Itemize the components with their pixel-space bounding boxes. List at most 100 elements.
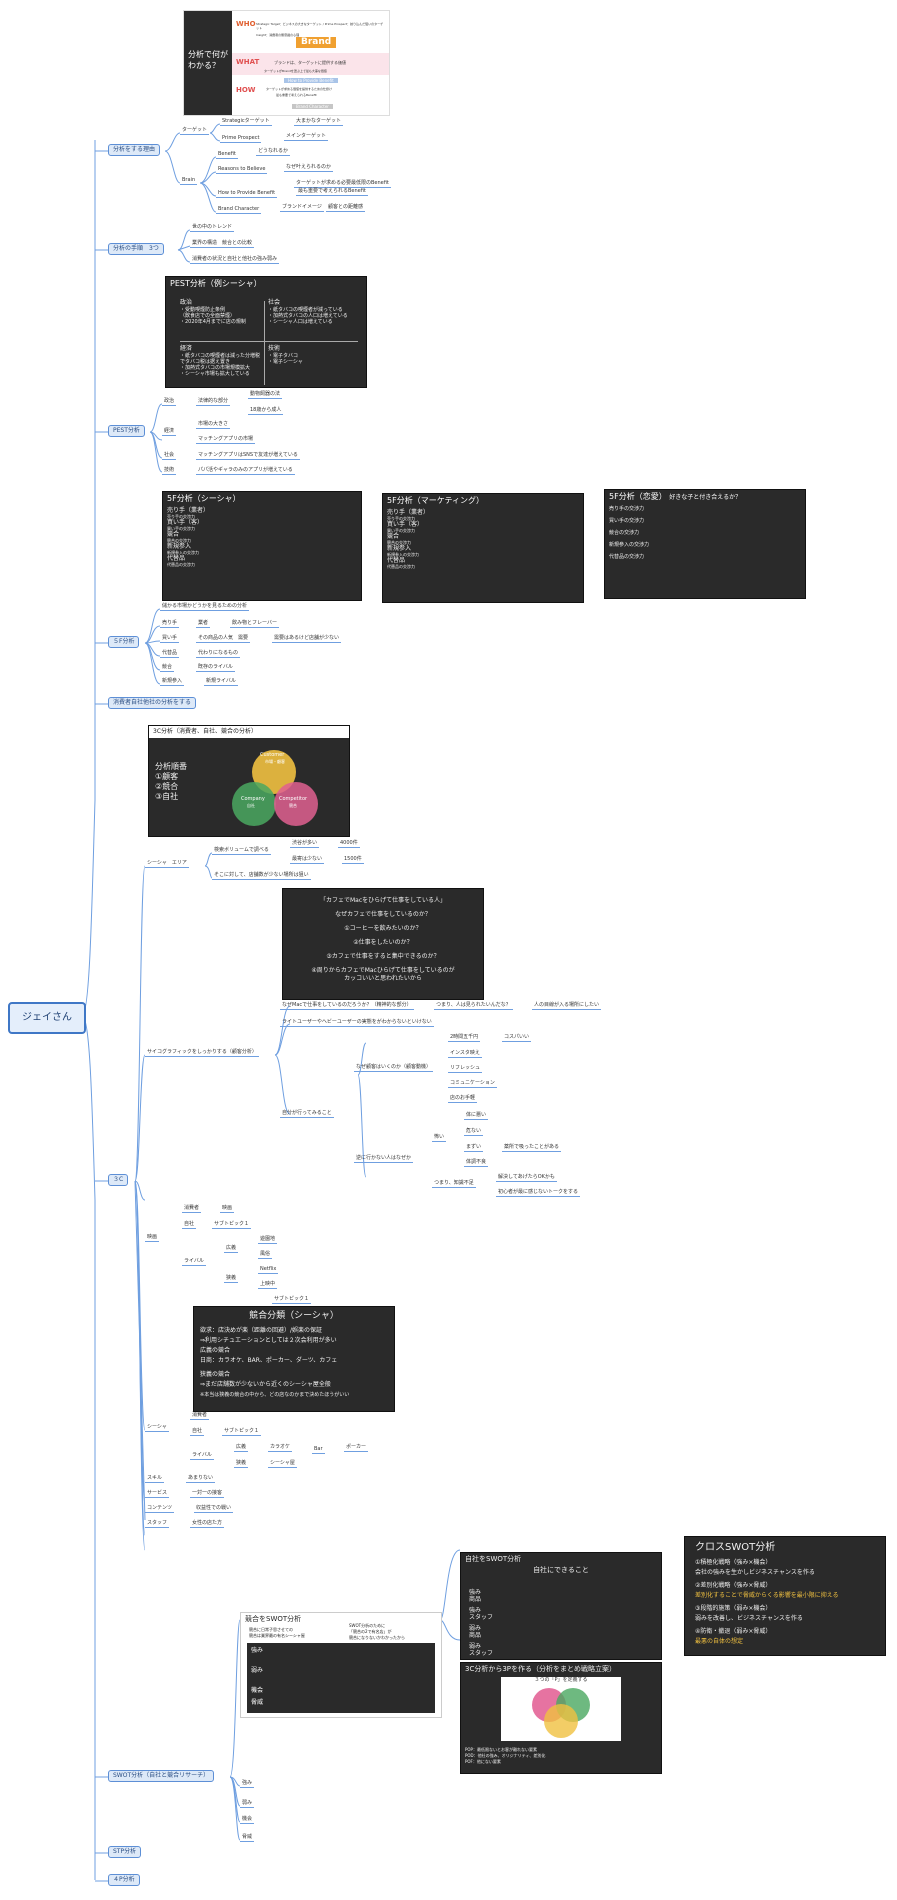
node-5f-seller-b[interactable]: 飲み物とフレーバー <box>230 620 279 628</box>
node-c3b2[interactable]: 上映中 <box>258 1281 278 1289</box>
node-how-desc[interactable]: 最も重要で考えられるBenefit <box>296 188 368 196</box>
node-light-heavy[interactable]: ライトユーザーやヘビーユーザーの実態をがわからないといけない <box>280 1019 434 1027</box>
node-d3b1[interactable]: シーシャ屋 <box>268 1460 297 1468</box>
topic-pest[interactable]: PEST分析 <box>108 425 145 437</box>
node-benefit-desc[interactable]: どうなれるか <box>256 148 291 156</box>
node-pest-social[interactable]: 社会 <box>162 452 177 460</box>
node-prime-prospect[interactable]: Prime Prospect <box>220 135 262 143</box>
node-service-a[interactable]: 一対一の接客 <box>190 1490 225 1498</box>
node-c3b1[interactable]: Netflix <box>258 1266 279 1274</box>
node-5f-subst-a[interactable]: 代わりになるもの <box>196 650 241 658</box>
node-pest-economic[interactable]: 経済 <box>162 428 177 436</box>
node-5f-subst[interactable]: 代替品 <box>160 650 180 658</box>
node-k2[interactable]: 初心者が最に感じないトークをする <box>496 1189 581 1197</box>
node-content[interactable]: コンテンツ <box>145 1505 175 1513</box>
node-strategic-target[interactable]: Strategicターゲット <box>220 118 272 126</box>
node-d2b[interactable]: サブトピック１ <box>222 1428 262 1436</box>
node-c2[interactable]: 自社 <box>182 1221 197 1229</box>
node-m2[interactable]: インスタ映え <box>448 1050 482 1058</box>
node-content-a[interactable]: 収益性での戦い <box>194 1505 234 1513</box>
topic-analysis-steps[interactable]: 分析の手順 3つ <box>108 243 164 255</box>
node-prime-desc[interactable]: メインターゲット <box>284 133 329 141</box>
node-b1[interactable]: 体に悪い <box>464 1112 489 1120</box>
node-nearest[interactable]: 最寄は少ない <box>290 856 325 864</box>
node-target[interactable]: ターゲット <box>180 127 210 135</box>
node-pest-animal-law[interactable]: 動物飼器の法 <box>248 391 283 399</box>
root-node[interactable]: ジェイさん <box>8 1002 86 1034</box>
node-k1[interactable]: 解決してあげたらOKかも <box>496 1174 557 1182</box>
node-staff[interactable]: スタッフ <box>145 1520 170 1528</box>
node-step-trend[interactable]: 世の中のトレンド <box>190 224 235 232</box>
node-pest-legal[interactable]: 法律的な部分 <box>196 398 231 406</box>
node-pest-market-size[interactable]: 市場の大きさ <box>196 421 231 429</box>
node-c3a1[interactable]: 遊園地 <box>258 1236 278 1244</box>
node-5f-head[interactable]: 儲かる市場かどうかを見るための分析 <box>160 603 250 611</box>
node-c3b[interactable]: 狭義 <box>224 1275 239 1283</box>
node-strategic-desc[interactable]: 大まかなターゲット <box>294 118 344 126</box>
topic-4p[interactable]: ４P分析 <box>108 1874 140 1886</box>
node-b3b[interactable]: 薬所で吸ったことがある <box>502 1144 562 1152</box>
node-swot-s[interactable]: 強み <box>240 1780 255 1788</box>
node-brand-character[interactable]: Brand Character <box>216 206 262 214</box>
node-b2[interactable]: 危ない <box>464 1128 484 1136</box>
node-service[interactable]: サービス <box>145 1490 170 1498</box>
node-c2b[interactable]: サブトピック１ <box>212 1221 252 1229</box>
node-pest-matching-market[interactable]: マッチングアプリの市場 <box>196 436 256 444</box>
node-not-go[interactable]: 逆に行かない人はなぜか <box>354 1155 414 1163</box>
node-tsumari[interactable]: つまり、人は見られたいんだな？ <box>434 1002 513 1010</box>
node-b4[interactable]: 体調不良 <box>464 1159 489 1167</box>
node-m5[interactable]: 店のお手軽 <box>448 1095 478 1103</box>
topic-stp[interactable]: STP分析 <box>108 1846 142 1858</box>
node-psychographic[interactable]: サイコグラフィックをしっかりする（顧客分析） <box>145 1049 259 1057</box>
node-5f-comp[interactable]: 競合 <box>160 664 175 672</box>
node-skill-a[interactable]: あまりない <box>186 1475 216 1483</box>
node-swot-w[interactable]: 弱み <box>240 1800 255 1808</box>
node-d3a3[interactable]: ポーカー <box>344 1444 369 1452</box>
node-benefit[interactable]: Benefit <box>216 151 238 159</box>
node-d3a[interactable]: 広義 <box>234 1444 249 1452</box>
node-m1[interactable]: 2時間五千円 <box>448 1034 481 1042</box>
node-pest-sns[interactable]: マッチングアプリはSNSで友達が増えている <box>196 452 300 460</box>
node-5f-buyer-a[interactable]: その商品の人気 需要 <box>196 635 251 643</box>
node-c3c[interactable]: サブトピック１ <box>272 1296 312 1304</box>
node-less-stores[interactable]: そこに対して、店舗数が少ない場所は狙い <box>212 872 311 880</box>
node-character-image[interactable]: ブランドイメージ <box>280 204 324 212</box>
node-scary[interactable]: 怖い <box>432 1134 447 1142</box>
node-c1[interactable]: 消費者 <box>182 1205 202 1213</box>
topic-5f[interactable]: ５F分析 <box>108 636 140 648</box>
node-hito[interactable]: 人の目線が入る場所にしたい <box>532 1002 602 1010</box>
node-m3[interactable]: リフレッシュ <box>448 1065 483 1073</box>
topic-consumer-self-comp[interactable]: 消費者自社他社の分析をする <box>108 697 197 709</box>
node-d3a1[interactable]: カラオケ <box>268 1444 293 1452</box>
node-c3a2[interactable]: 風俗 <box>258 1251 273 1259</box>
node-d1[interactable]: 消費者 <box>190 1412 210 1420</box>
node-pest-political[interactable]: 政治 <box>162 398 177 406</box>
topic-3c[interactable]: ３C <box>108 1174 129 1186</box>
node-d3b[interactable]: 狭義 <box>234 1460 249 1468</box>
node-d2[interactable]: 自社 <box>190 1428 205 1436</box>
node-skill[interactable]: スキル <box>145 1475 165 1483</box>
node-character-distance[interactable]: 顧客との距離感 <box>326 204 365 212</box>
topic-swot[interactable]: SWOT分析（自社と競合リサーチ） <box>108 1770 215 1782</box>
node-shisha[interactable]: シーシャ <box>145 1424 169 1432</box>
node-5f-new[interactable]: 新規参入 <box>160 678 185 686</box>
node-5f-seller[interactable]: 売り手 <box>160 620 180 628</box>
node-b3[interactable]: まずい <box>464 1144 484 1152</box>
node-swot-t[interactable]: 脅威 <box>240 1834 255 1842</box>
node-why-mac[interactable]: なぜMacで仕事をしているのだろうか？（精神的な部分） <box>280 1002 414 1010</box>
node-5f-comp-a[interactable]: 既存のライバル <box>196 664 235 672</box>
node-1500[interactable]: 1500件 <box>342 856 364 864</box>
node-c3a[interactable]: 広義 <box>224 1245 239 1253</box>
node-shibuya[interactable]: 渋谷が多い <box>290 840 320 848</box>
node-pest-adult[interactable]: 18歳から成人 <box>248 407 284 415</box>
node-5f-new-a[interactable]: 新規ライバル <box>204 678 238 686</box>
node-5f-buyer[interactable]: 買い手 <box>160 635 180 643</box>
node-rtb-desc2[interactable]: ターゲットが求める必要最低限のBenefit <box>294 180 391 188</box>
node-m4[interactable]: コミュニケーション <box>448 1080 497 1088</box>
node-tsumari2[interactable]: つまり、知識不足 <box>432 1180 476 1188</box>
node-step-industry[interactable]: 業界の構造 競合との比較 <box>190 240 254 248</box>
node-m1b[interactable]: コスパいい <box>502 1034 532 1042</box>
node-rtb[interactable]: Reasons to Believe <box>216 166 268 174</box>
node-d3[interactable]: ライバル <box>190 1452 214 1460</box>
node-brain[interactable]: Brain <box>180 177 198 185</box>
